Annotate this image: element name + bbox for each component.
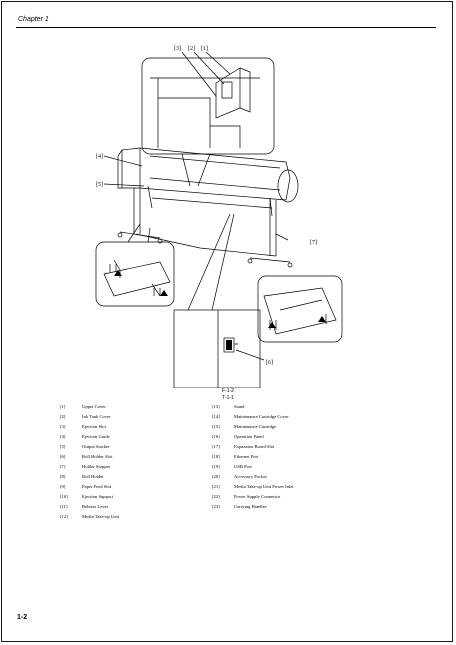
detail-box-right bbox=[257, 275, 343, 343]
header-rule bbox=[16, 27, 436, 28]
page-number: 1-2 bbox=[17, 614, 28, 621]
callout-2: [2] bbox=[188, 46, 195, 52]
detail-box-center bbox=[173, 309, 261, 388]
callout-5: [5] bbox=[96, 182, 103, 188]
callout-7: [7] bbox=[310, 240, 317, 246]
chapter-header: Chapter 1 bbox=[18, 16, 49, 23]
callout-3: [3] bbox=[174, 46, 181, 52]
table-caption: T-1-1 bbox=[222, 395, 234, 401]
printer-illustration: [3] [2] [1] [4] [5] [7] [6] bbox=[95, 46, 343, 388]
callout-1: [1] bbox=[201, 46, 208, 52]
figure-caption: F-1-2 bbox=[222, 388, 234, 394]
callout-4: [4] bbox=[96, 154, 103, 160]
callout-6: [6] bbox=[266, 360, 273, 366]
detail-box-top bbox=[141, 57, 275, 155]
detail-box-left bbox=[95, 241, 175, 307]
